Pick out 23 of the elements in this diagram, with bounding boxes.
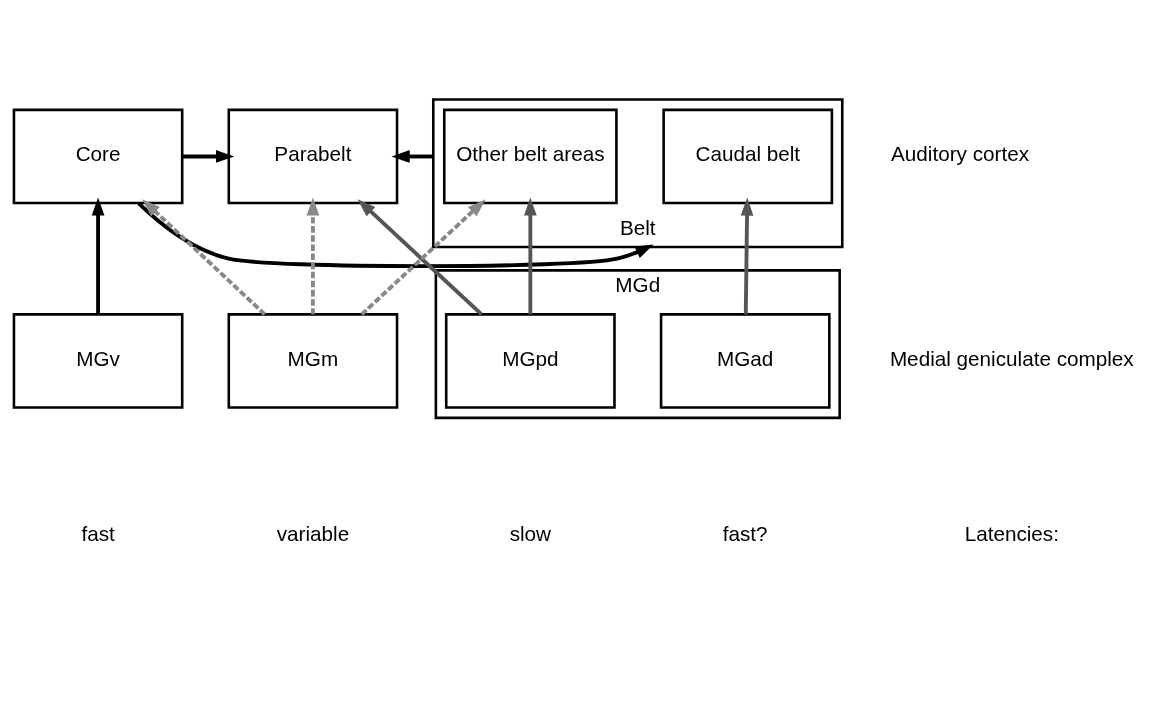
label: variable bbox=[276, 521, 350, 545]
node-box: MGpd bbox=[444, 313, 616, 409]
node-box: Core bbox=[12, 108, 184, 205]
arrow bbox=[391, 150, 434, 163]
label: fast? bbox=[722, 521, 768, 545]
arrow bbox=[137, 202, 654, 269]
label: Medial geniculate complex bbox=[889, 346, 1134, 370]
label: slow bbox=[509, 521, 552, 545]
node-box: Caudal belt bbox=[662, 108, 834, 205]
node-box: MGad bbox=[659, 313, 831, 409]
arrow bbox=[142, 199, 267, 316]
arrow bbox=[91, 197, 105, 315]
arrow bbox=[306, 197, 320, 315]
node-box: Parabelt bbox=[227, 108, 399, 205]
label: Auditory cortex bbox=[891, 142, 1030, 166]
arrow bbox=[524, 197, 537, 315]
node-box: Other belt areas bbox=[443, 108, 618, 205]
node-box: MGm bbox=[227, 313, 399, 409]
label: fast bbox=[81, 521, 115, 545]
arrow bbox=[740, 197, 754, 315]
arrow bbox=[182, 150, 235, 163]
label: Latencies: bbox=[964, 521, 1059, 545]
node-box: MGv bbox=[12, 313, 184, 409]
